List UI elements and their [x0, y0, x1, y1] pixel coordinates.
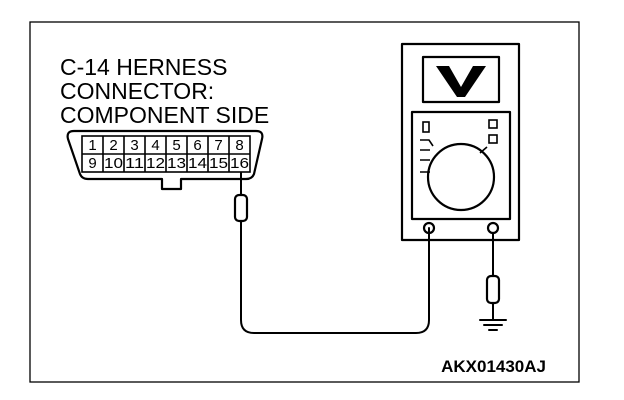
- ground-lead: [479, 232, 507, 331]
- probe-wire: [240, 220, 430, 334]
- selector-dial: [426, 142, 496, 212]
- pin-label-8: 8: [235, 137, 243, 154]
- pin-label-12: 12: [146, 155, 165, 172]
- multimeter: [400, 42, 521, 242]
- pin-label-3: 3: [130, 137, 138, 154]
- pin-label-4: 4: [151, 137, 159, 154]
- display-symbol: [436, 66, 486, 97]
- title-line-3: COMPONENT SIDE: [60, 102, 269, 128]
- pin-label-1: 1: [88, 137, 96, 154]
- title-line-1: C-14 HERNESS: [60, 54, 227, 80]
- panel-switch-left: [422, 121, 430, 133]
- connector-housing: [66, 129, 264, 191]
- connector-probe: [233, 172, 430, 334]
- multimeter-panel: [410, 110, 512, 221]
- title-line-2: CONNECTOR:: [60, 78, 214, 104]
- multimeter-body: [400, 42, 521, 242]
- diagram-frame: [29, 21, 580, 383]
- pin-label-7: 7: [214, 137, 222, 154]
- pin-label-6: 6: [193, 137, 201, 154]
- diagram-code: AKX01430AJ: [441, 357, 546, 376]
- pin-label-13: 13: [167, 155, 186, 172]
- pin-label-16: 16: [230, 155, 249, 172]
- pin-label-14: 14: [188, 155, 207, 172]
- pin-label-2: 2: [109, 137, 117, 154]
- pin-label-15: 15: [209, 155, 228, 172]
- panel-switch-right-bottom: [488, 134, 498, 144]
- multimeter-display: [421, 55, 501, 104]
- panel-switch-right-top: [488, 119, 498, 129]
- pin-label-9: 9: [88, 155, 96, 172]
- pin-label-10: 10: [104, 155, 123, 172]
- dial-range-marks: [420, 139, 488, 173]
- pin-label-11: 11: [125, 155, 144, 172]
- jack-com: [422, 221, 436, 235]
- pin-label-5: 5: [172, 137, 180, 154]
